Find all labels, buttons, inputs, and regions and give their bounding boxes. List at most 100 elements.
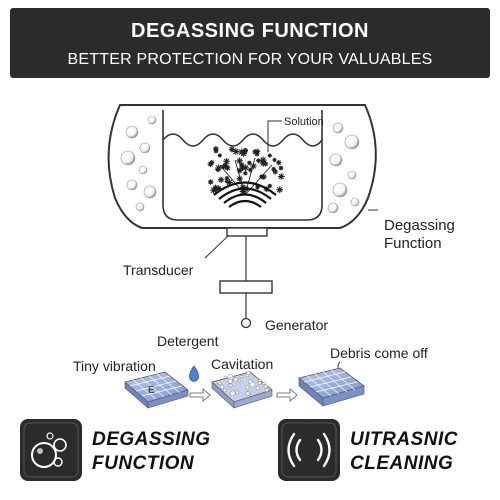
degassing-label-line1: Degassing — [384, 217, 455, 234]
badge-degassing-line1: DEGASSING — [92, 429, 211, 450]
particle — [276, 159, 282, 166]
particle — [256, 158, 261, 163]
transducer-label: Transducer — [123, 262, 194, 278]
sound-waves — [213, 181, 277, 208]
badge-degassing-line2: FUNCTION — [92, 453, 195, 474]
particle — [224, 175, 230, 181]
cavitation-bubble — [255, 385, 260, 391]
tile-cavitation — [211, 371, 273, 409]
particle — [236, 175, 243, 182]
badge-ultrasonic-line1: UITRASNIC — [350, 429, 458, 450]
particle — [259, 159, 267, 167]
particle — [232, 148, 240, 155]
particle — [217, 153, 222, 158]
particle — [242, 164, 250, 172]
particle — [207, 161, 214, 168]
particle — [255, 184, 260, 190]
particle — [247, 160, 252, 166]
particle — [213, 187, 219, 193]
particle — [277, 173, 285, 180]
particle — [210, 186, 218, 194]
particle — [215, 185, 222, 192]
particle — [278, 165, 284, 171]
inner-tank — [162, 110, 323, 221]
bubbles-left — [120, 115, 157, 212]
sound-waves-icon — [278, 419, 340, 481]
cavitation-bubble — [246, 371, 251, 376]
particle — [271, 166, 277, 172]
cavitation-bubble — [264, 388, 269, 393]
particle — [242, 148, 248, 154]
cavitation-bubble — [239, 374, 244, 379]
cavitation-label: Cavitation — [211, 356, 273, 372]
particle — [215, 166, 221, 173]
badge-ultrasonic: UITRASNIC CLEANING — [350, 428, 458, 476]
particle — [224, 179, 230, 184]
cavitation-bubble — [245, 391, 250, 396]
cavitation-bubble — [218, 381, 222, 385]
svg-text:E: E — [148, 385, 155, 396]
bubbles-icon — [20, 419, 82, 481]
cavitation-particles — [207, 146, 285, 196]
generator-terminal — [240, 317, 252, 329]
particle — [250, 162, 257, 170]
particle — [213, 148, 219, 154]
droplet-icon — [189, 365, 199, 382]
particle — [267, 183, 273, 189]
tiny-vibration-label: Tiny vibration — [73, 358, 156, 374]
particle — [272, 157, 277, 162]
cavitation-bubble — [227, 384, 231, 388]
particle — [240, 165, 245, 171]
particle — [218, 176, 225, 183]
particle — [223, 158, 230, 165]
banner-title: DEGASSING FUNCTION — [131, 20, 369, 42]
cavitation-bubble — [227, 378, 233, 384]
header-banner: DEGASSING FUNCTION BETTER PROTECTION FOR… — [10, 8, 490, 78]
cavitation-bubble — [262, 381, 266, 385]
debris-label: Debris come off — [330, 345, 428, 361]
particle — [248, 167, 253, 173]
particle — [239, 188, 247, 195]
particle — [272, 169, 278, 175]
degassing-label-line2: Function — [384, 235, 442, 252]
badge-ultrasonic-line2: CLEANING — [350, 453, 454, 474]
arrow-2 — [276, 388, 298, 402]
particle — [207, 179, 214, 185]
particle — [226, 179, 233, 186]
cavitation-bubble — [235, 390, 240, 395]
outer-tank — [107, 104, 377, 229]
particle — [243, 171, 248, 176]
particle — [228, 146, 235, 153]
cavitation-bubble — [223, 375, 227, 379]
cavitation-bubble — [219, 384, 225, 389]
transducer-plate — [226, 227, 268, 237]
particle — [254, 151, 260, 157]
generator-box — [219, 280, 273, 294]
particle — [267, 153, 272, 158]
cavitation-bubble — [249, 381, 256, 388]
generator-label: Generator — [265, 317, 328, 333]
particle — [240, 150, 248, 157]
liquid-surface — [162, 133, 323, 147]
solution-pointer — [267, 120, 282, 152]
cavitation-bubble — [257, 380, 262, 385]
banner-subtitle: BETTER PROTECTION FOR YOUR VALUABLES — [67, 51, 433, 68]
cavitation-bubble — [223, 388, 227, 393]
detergent-label: Detergent — [157, 333, 219, 349]
particle — [236, 167, 244, 174]
solution-label: Solution — [284, 116, 324, 128]
particle — [236, 157, 243, 165]
cavitation-bubble — [233, 377, 239, 383]
badge-degassing: DEGASSING FUNCTION — [92, 428, 211, 476]
particle — [276, 186, 284, 194]
particle — [222, 162, 229, 169]
bubbles-right — [327, 122, 360, 214]
cavitation-bubble — [245, 385, 250, 390]
cavitation-bubble — [263, 384, 268, 389]
particle — [263, 161, 269, 167]
tile-tiny-vibration: E — [124, 371, 189, 409]
cavitation-bubble — [230, 390, 236, 396]
cavitation-bubble — [237, 379, 241, 383]
tile-debris — [298, 367, 365, 407]
